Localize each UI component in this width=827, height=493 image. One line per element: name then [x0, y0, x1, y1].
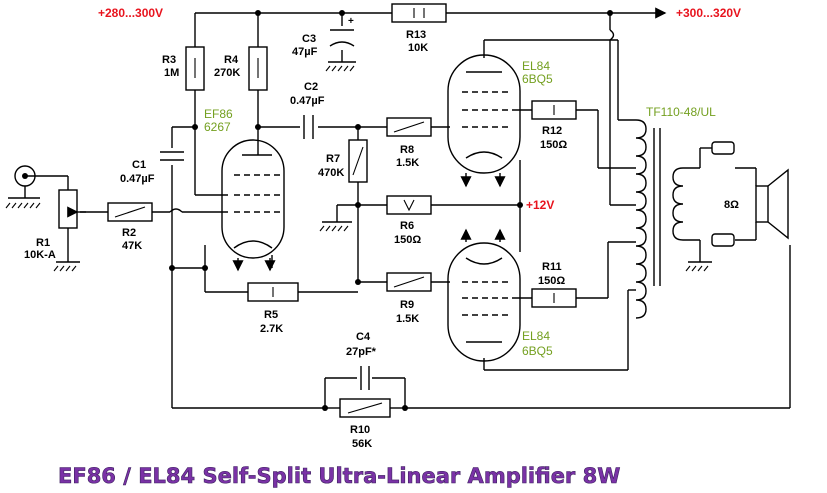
- junctions: [169, 10, 613, 411]
- el84-top-type-label: EL84: [522, 59, 550, 73]
- r1-value: 10K-A: [24, 249, 56, 261]
- transformer-label: TF110-48/UL: [646, 105, 716, 119]
- r9-value: 1.5K: [396, 313, 419, 325]
- r13-value-alt: 150Ω: [540, 139, 567, 151]
- output-transformer: [635, 119, 684, 319]
- ef86-type-label: EF86: [204, 107, 233, 121]
- grounds: [5, 61, 712, 272]
- ef86-alt-label: 6267: [204, 120, 231, 134]
- resistors: [58, 3, 577, 418]
- rail-out-label: +300...320V: [676, 6, 741, 20]
- r13-body: [391, 3, 447, 23]
- tube-el84-top: [447, 54, 521, 188]
- c4-value: 27pF*: [346, 346, 377, 358]
- c2-value: 0.47µF: [290, 95, 325, 107]
- rail-in-label: +280...300V: [98, 6, 163, 20]
- r11-name: R11: [542, 261, 562, 273]
- r6-body: [386, 195, 432, 215]
- speaker-label: 8Ω: [724, 199, 739, 211]
- c4-name: C4: [356, 331, 371, 343]
- tube-ef86: [221, 139, 285, 272]
- r4-value: 270K: [214, 67, 240, 79]
- r6-value: 150Ω: [394, 234, 421, 246]
- c3-value: 47µF: [292, 46, 318, 58]
- diagram-title: EF86 / EL84 Self-Split Ultra-Linear Ampl…: [58, 464, 620, 488]
- r10-name: R10: [350, 424, 370, 436]
- c1-value: 0.47µF: [120, 173, 155, 185]
- r5-value: 2.7K: [260, 323, 283, 335]
- r10-value: 56K: [352, 438, 372, 450]
- r13-value: 10K: [408, 42, 428, 54]
- r8-value: 1.5K: [396, 157, 419, 169]
- r7-name: R7: [326, 153, 340, 165]
- r3-name: R3: [162, 54, 176, 66]
- r7-value: 470K: [318, 167, 344, 179]
- capacitors: +: [160, 16, 370, 390]
- el84-bottom-type-label: EL84: [522, 329, 550, 343]
- c3-name: C3: [302, 33, 316, 45]
- r1-name: R1: [36, 237, 50, 249]
- r13-name: R13: [406, 29, 426, 41]
- r9-name: R9: [400, 299, 414, 311]
- el84-top-alt-label: 6BQ5: [522, 72, 553, 86]
- r11-value: 150Ω: [538, 275, 565, 287]
- r8-name: R8: [400, 144, 414, 156]
- r12-name: R12: [542, 125, 562, 137]
- wires: [25, 7, 791, 409]
- r3-value: 1M: [164, 67, 179, 79]
- c1-name: C1: [132, 159, 146, 171]
- r4-name: R4: [224, 54, 239, 66]
- r2-name: R2: [122, 227, 136, 239]
- bias-label: +12V: [526, 198, 554, 212]
- r6-name: R6: [400, 220, 414, 232]
- el84-bottom-alt-label: 6BQ5: [522, 344, 553, 358]
- tube-el84-bottom: [447, 228, 521, 362]
- r5-name: R5: [264, 309, 278, 321]
- r2-value: 47K: [122, 240, 142, 252]
- input-jack: [14, 165, 36, 187]
- r1-body: [58, 189, 78, 229]
- c2-name: C2: [304, 81, 318, 93]
- speaker: [711, 141, 789, 247]
- svg-text:+: +: [348, 16, 354, 27]
